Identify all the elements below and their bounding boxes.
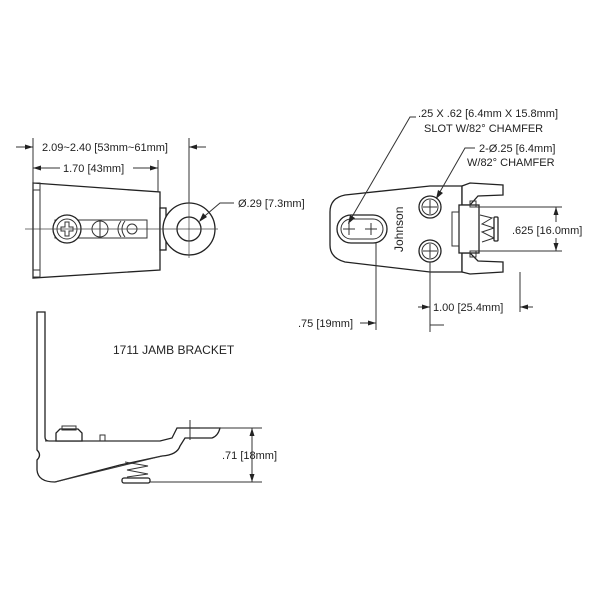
hole-size-callout: 2-Ø.25 [6.4mm] [479,143,555,155]
drawing-title: 1711 JAMB BRACKET [113,343,235,357]
hole-spacing-dimension: .625 [16.0mm] [512,225,582,237]
plan-view: Johnson .625 [16.0mm] .25 X .62 [6.4mm X… [298,108,582,332]
slot-size-callout: .25 X .62 [6.4mm X 15.8mm] [418,108,558,120]
body-length-dimension: 1.70 [43mm] [63,163,124,175]
top-view: 2.09~2.40 [53mm~61mm] 1.70 [43mm] Ø.29 [… [16,138,305,279]
overall-length-dimension: 2.09~2.40 [53mm~61mm] [42,142,168,154]
hole-note-callout: W/82° CHAMFER [467,157,555,169]
hole-offset-dimension: 1.00 [25.4mm] [433,302,503,314]
slot-note-callout: SLOT W/82° CHAMFER [424,123,543,135]
height-dimension: .71 [18mm] [222,450,277,462]
slot-offset-dimension: .75 [19mm] [298,318,353,330]
side-view: .71 [18mm] [36,311,277,484]
eye-diameter-dimension: Ø.29 [7.3mm] [238,198,305,210]
brand-mark: Johnson [392,207,406,252]
